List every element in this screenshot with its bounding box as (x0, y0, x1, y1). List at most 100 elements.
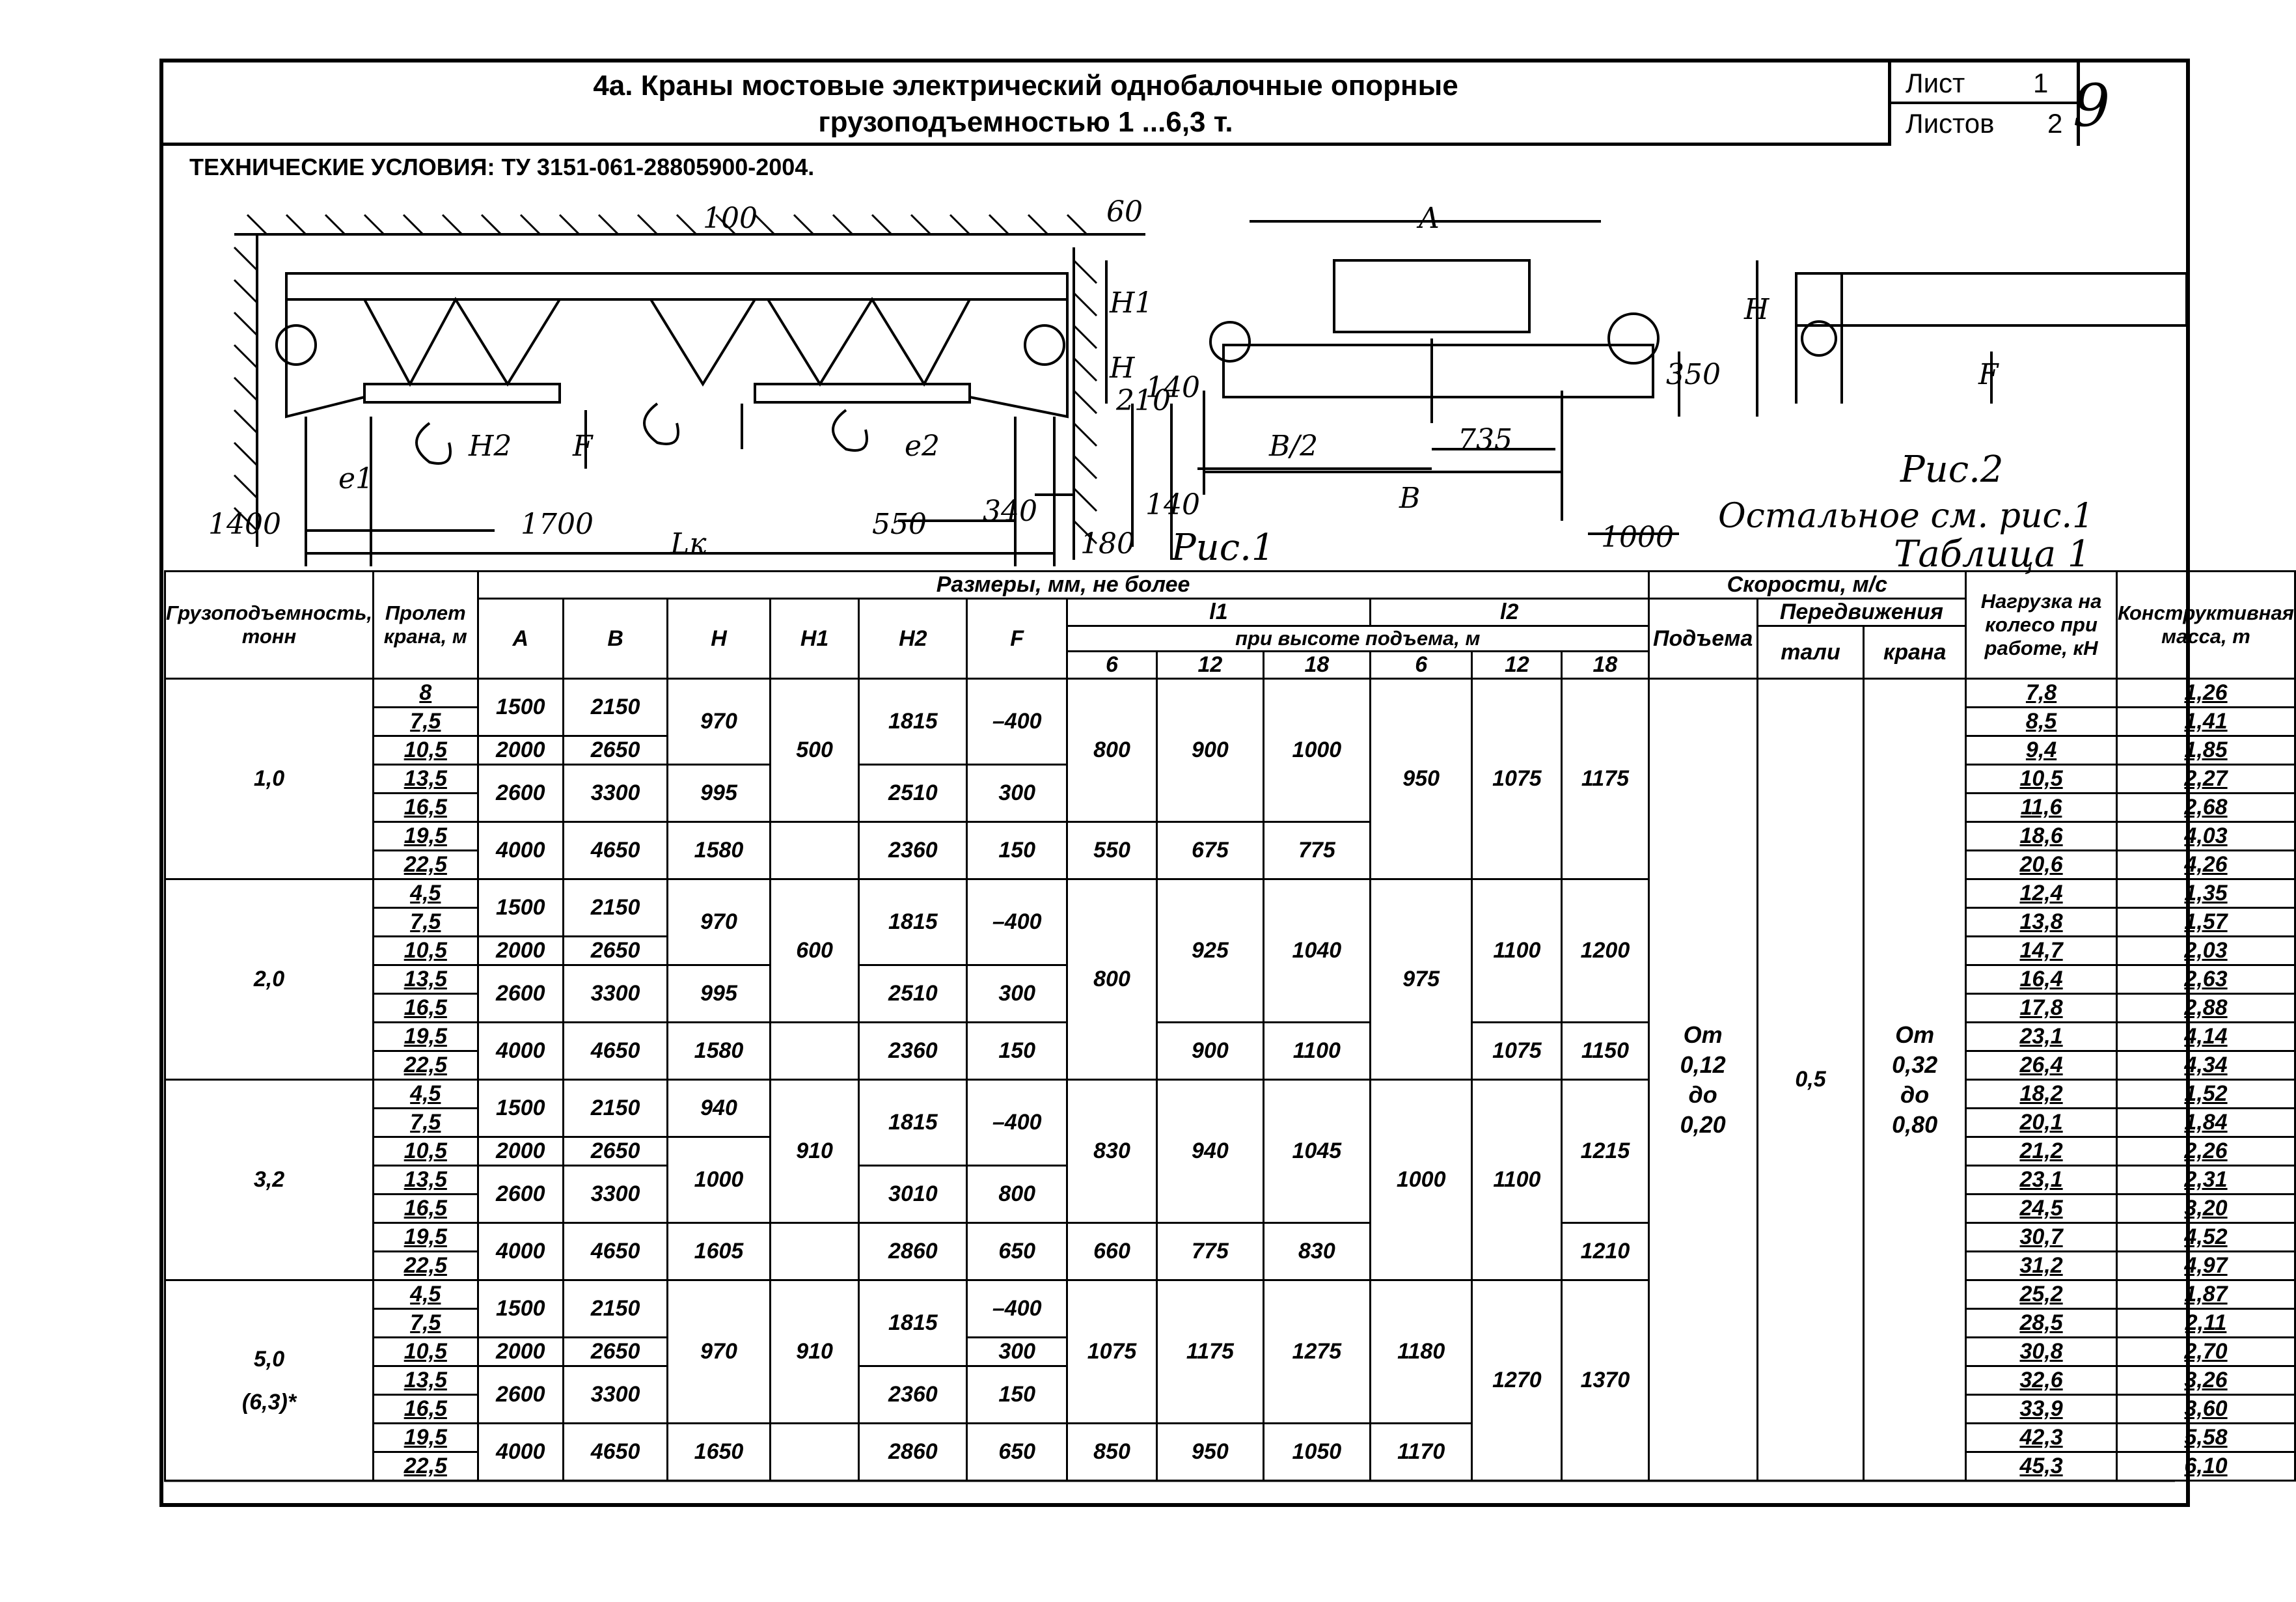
wheel-load-cell: 30,8 (1965, 1336, 2118, 1367)
hoist-speed-cell: 0,5 (1756, 678, 1865, 1482)
l1-cell: 830 (1262, 1222, 1371, 1281)
H2-cell: 2360 (858, 1021, 968, 1081)
span-cell: 19,5 (372, 1222, 479, 1252)
fig2-dim-lines (1197, 448, 1562, 473)
mass-cell: 6,10 (2116, 1451, 2296, 1482)
A-cell: 1500 (476, 1279, 564, 1338)
dim-340: 340 (983, 495, 1037, 528)
fig1-dim-lines (306, 493, 1074, 555)
H2-cell: 1815 (858, 678, 968, 766)
H1-cell: 500 (769, 678, 860, 823)
wheel-load-cell: 23,1 (1965, 1165, 2118, 1195)
wheel-load-cell: 18,6 (1965, 821, 2118, 851)
l1-cell: 1100 (1262, 1021, 1371, 1081)
B-cell: 2650 (562, 735, 669, 766)
th-dims-group: Размеры, мм, не более (476, 570, 1650, 600)
hook-right (832, 409, 868, 452)
wheel-load-cell: 26,4 (1965, 1050, 2118, 1081)
page-mark: 9 (2073, 72, 2111, 140)
B-cell: 2650 (562, 935, 669, 966)
span-cell: 7,5 (372, 907, 479, 937)
crane-spec-table: Грузоподъемность, тонн Пролет крана, м Р… (164, 570, 2296, 1482)
dim-60: 60 (1106, 195, 1143, 228)
wheel-load-cell: 21,2 (1965, 1136, 2118, 1167)
mass-cell: 1,57 (2116, 907, 2296, 937)
dim-1400: 1400 (208, 508, 281, 541)
wheel-load-cell: 20,6 (1965, 849, 2118, 880)
wheel-load-cell: 31,2 (1965, 1250, 2118, 1281)
walls (256, 234, 1075, 560)
table-caption: Таблица 1 (1894, 533, 2091, 575)
th-B: В (562, 598, 669, 680)
right-wheel (1024, 324, 1065, 366)
span-cell: 13,5 (372, 964, 479, 995)
capacity-cell: 2,0 (164, 878, 374, 1081)
span-cell: 19,5 (372, 1422, 479, 1453)
fig2-end-beam (1222, 344, 1654, 398)
H-cell: 1580 (666, 821, 771, 880)
th-height: 18 (1561, 650, 1650, 680)
dim-e1: e1 (338, 462, 374, 495)
H-cell: 1605 (666, 1222, 771, 1281)
dim-140-bottom: 140 (1145, 488, 1200, 521)
wheel-load-cell: 28,5 (1965, 1308, 2118, 1338)
l2-cell: 975 (1369, 878, 1473, 1081)
B-cell: 4650 (562, 1422, 669, 1482)
th-span: Пролет крана, м (372, 570, 479, 680)
dim-100: 100 (703, 202, 758, 235)
H-cell: 995 (666, 964, 771, 1023)
l2-cell: 1175 (1561, 678, 1650, 880)
l1-cell: 850 (1066, 1422, 1158, 1482)
l1-cell: 925 (1155, 878, 1264, 1023)
th-height: 12 (1155, 650, 1264, 680)
l2-cell: 950 (1369, 678, 1473, 880)
mass-cell: 4,03 (2116, 821, 2296, 851)
wheel-load-cell: 25,2 (1965, 1279, 2118, 1310)
span-cell: 22,5 (372, 1050, 479, 1081)
span-cell: 7,5 (372, 1308, 479, 1338)
hook-center (643, 402, 679, 445)
th-speeds: Скорости, м/с (1647, 570, 1967, 600)
title-line-1: 4а. Краны мостовые электрический однобал… (593, 70, 1458, 102)
l1-cell: 800 (1066, 878, 1158, 1081)
fig2-dim-B2: B/2 (1268, 430, 1318, 463)
span-cell: 13,5 (372, 764, 479, 794)
l1-cell: 1275 (1262, 1279, 1371, 1424)
fig1-vertical-dims (1105, 260, 1173, 560)
capacity-cell: 5,0(6,3)* (164, 1279, 374, 1482)
fig2-wheel-right (1607, 312, 1660, 365)
wheel-load-cell: 20,1 (1965, 1107, 2118, 1138)
l1-cell: 1045 (1262, 1079, 1371, 1224)
l1-cell: 1040 (1262, 878, 1371, 1023)
l2-cell: 1270 (1471, 1279, 1563, 1482)
span-cell: 22,5 (372, 1451, 479, 1482)
fig2-side-wheel (1801, 320, 1837, 357)
fig2-vertical-dims (1588, 260, 1993, 535)
l2-cell: 1210 (1561, 1222, 1650, 1281)
fig2-side-columns (1795, 273, 1843, 404)
th-lifting: Подъема (1647, 598, 1758, 680)
H-cell: 970 (666, 1279, 771, 1424)
wheel-load-cell: 32,6 (1965, 1365, 2118, 1396)
F-cell: 300 (966, 964, 1069, 1023)
bridge-bottom-chord-right (754, 383, 971, 404)
l1-cell: 800 (1066, 678, 1158, 823)
B-cell: 3300 (562, 1165, 669, 1224)
B-cell: 2650 (562, 1136, 669, 1167)
mass-cell: 2,27 (2116, 764, 2296, 794)
fig2-dim-A: A (1416, 202, 1440, 235)
A-cell: 2600 (476, 764, 564, 823)
A-cell: 1500 (476, 878, 564, 937)
mass-cell: 4,26 (2116, 849, 2296, 880)
wheel-load-cell: 24,5 (1965, 1193, 2118, 1224)
th-F: F (966, 598, 1069, 680)
span-cell: 4,5 (372, 878, 479, 909)
mass-cell: 1,84 (2116, 1107, 2296, 1138)
capacity-cell: 1,0 (164, 678, 374, 880)
span-cell: 4,5 (372, 1079, 479, 1109)
mass-cell: 4,34 (2116, 1050, 2296, 1081)
mass-cell: 3,60 (2116, 1394, 2296, 1424)
fig2-trolley (1333, 259, 1531, 333)
F-cell: 150 (966, 1365, 1069, 1424)
